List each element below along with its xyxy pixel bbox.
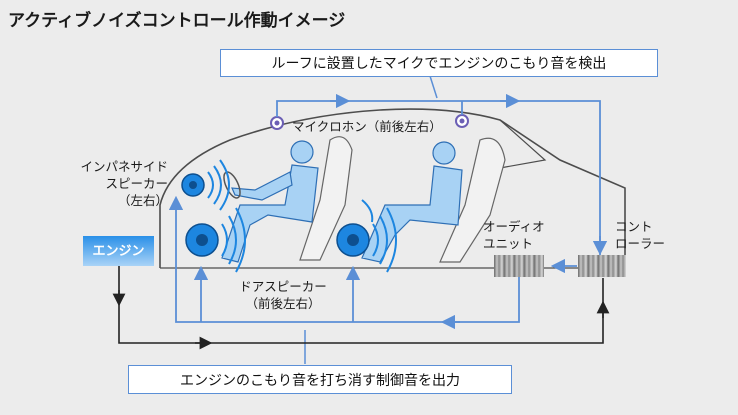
microphone-front: [270, 116, 284, 130]
callout-control-sound-output: エンジンのこもり音を打ち消す制御音を出力: [128, 365, 512, 394]
instrument-panel-speaker: [181, 159, 230, 211]
controller-block: [578, 255, 626, 277]
callout-microphone-detection: ルーフに設置したマイクでエンジンのこもり音を検出: [220, 49, 658, 77]
windshield: [499, 119, 547, 169]
car-body-outline: [159, 108, 626, 268]
audio-unit-block: [494, 255, 544, 277]
front-door-speaker: [185, 207, 246, 273]
callout-top-pointer: [429, 75, 438, 99]
microphone-label: マイクロホン（前後左右）: [292, 119, 442, 134]
mic-signal-line: [276, 100, 601, 255]
door-speaker-label: ドアスピーカー （前後左右）: [239, 279, 327, 311]
engine-signal-line: [118, 266, 604, 344]
engine-box: エンジン: [83, 236, 154, 266]
controller-label: コント ローラー: [615, 219, 666, 251]
rear-door-speaker: [336, 199, 397, 273]
steering-wheel: [223, 171, 241, 199]
rear-seat: [439, 137, 506, 263]
audio-output-line: [175, 200, 520, 323]
diagram-title: アクティブノイズコントロール作動イメージ: [8, 11, 346, 31]
audio-unit-label: オーディオ ユニット: [483, 219, 545, 251]
microphone-rear: [455, 114, 469, 128]
instrument-panel-speaker-label: インパネサイド スピーカー （左右）: [80, 159, 168, 208]
front-seat: [299, 136, 353, 261]
